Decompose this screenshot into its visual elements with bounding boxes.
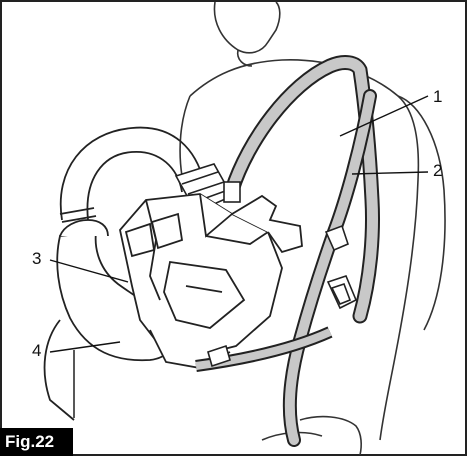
callout-3: 3 — [32, 250, 41, 267]
callout-4: 4 — [32, 342, 41, 359]
callout-1: 1 — [433, 88, 442, 105]
figure-label: Fig.22 — [0, 428, 73, 456]
callout-2: 2 — [433, 162, 442, 179]
